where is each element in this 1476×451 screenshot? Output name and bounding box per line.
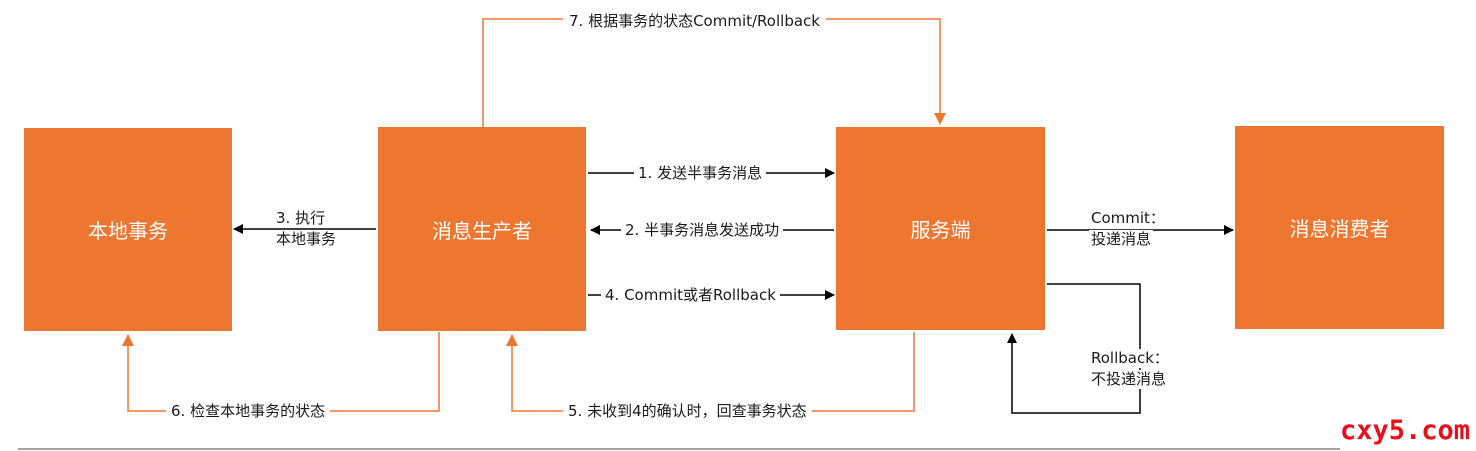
arrow-5-check-back xyxy=(506,332,915,412)
arrow-6-check-local-state xyxy=(122,332,440,412)
label-commit-line2: 投递消息 xyxy=(1089,230,1154,249)
label-4: 4. Commit或者Rollback xyxy=(601,286,780,305)
label-5: 5. 未收到4的确认时，回查事务状态 xyxy=(563,402,812,421)
node-server: 服务端 xyxy=(836,127,1045,330)
label-6: 6. 检查本地事务的状态 xyxy=(166,402,331,421)
arrow-7-commit-rollback-by-state xyxy=(482,18,946,127)
watermark: cxy5.com xyxy=(1339,415,1470,446)
label-commit-line1: Commit： xyxy=(1089,209,1167,228)
label-rollback-line1: Rollback： xyxy=(1089,349,1171,368)
label-3-line1: 3. 执行 xyxy=(274,209,328,228)
label-1: 1. 发送半事务消息 xyxy=(634,164,767,183)
label-rollback-line2: 不投递消息 xyxy=(1089,370,1169,389)
label-3-line2: 本地事务 xyxy=(274,230,339,249)
arrow-rollback-loop xyxy=(1007,283,1141,414)
node-message-consumer: 消息消费者 xyxy=(1235,126,1444,329)
label-7: 7. 根据事务的状态Commit/Rollback xyxy=(563,12,826,31)
node-message-producer: 消息生产者 xyxy=(378,127,586,331)
node-local-transaction: 本地事务 xyxy=(24,128,232,331)
label-2: 2. 半事务消息发送成功 xyxy=(621,221,784,240)
